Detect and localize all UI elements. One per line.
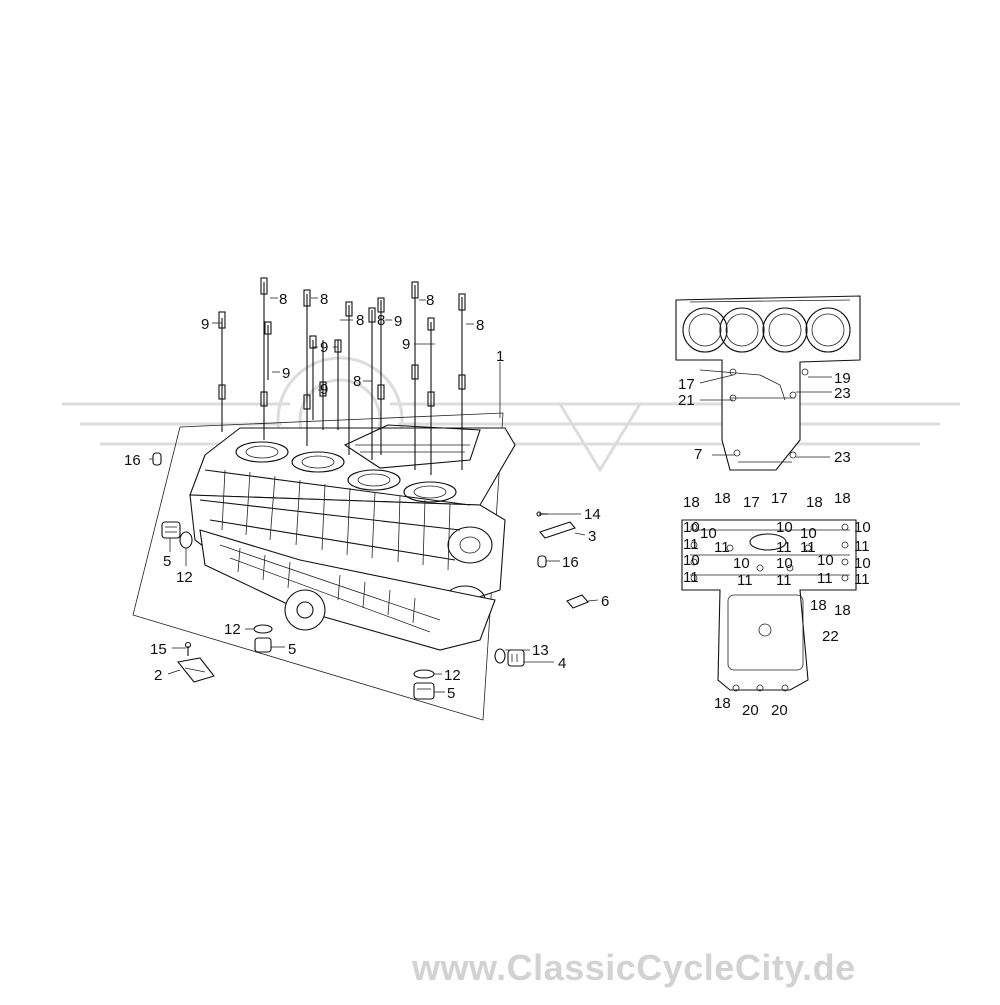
callout-9-e: 9 <box>394 313 402 330</box>
callout-23-b: 23 <box>834 449 851 466</box>
callout-8-b: 8 <box>320 291 328 308</box>
callout-17-upper: 17 <box>678 376 695 393</box>
callout-12-a: 12 <box>176 569 193 586</box>
callout-11-g: 11 <box>776 572 792 589</box>
callout-11-e: 11 <box>683 569 699 586</box>
callout-8-g: 8 <box>377 312 385 329</box>
watermark-text: www.ClassicCycleCity.de <box>411 947 856 988</box>
callout-12-c: 12 <box>444 667 461 684</box>
callout-10-f: 10 <box>733 555 750 572</box>
callout-19: 19 <box>834 370 851 387</box>
callout-17-b: 17 <box>771 490 788 507</box>
callout-21: 21 <box>678 392 695 409</box>
callout-9-b: 9 <box>282 365 290 382</box>
callout-10-g: 10 <box>776 555 793 572</box>
callout-18-d: 18 <box>834 490 851 507</box>
leader-lines-left <box>149 297 599 693</box>
callout-12-b: 12 <box>224 621 241 638</box>
callout-4: 4 <box>558 655 566 672</box>
callout-1: 1 <box>496 348 504 365</box>
callout-7: 7 <box>694 446 702 463</box>
callout-9-d: 9 <box>320 381 328 398</box>
upper-crankcase-view <box>675 295 861 471</box>
callout-20-b: 20 <box>771 702 788 719</box>
cylinder-studs <box>218 277 466 475</box>
callout-20-a: 20 <box>742 702 759 719</box>
callout-10-e: 10 <box>683 552 700 569</box>
callout-23-a: 23 <box>834 385 851 402</box>
callout-11-d: 11 <box>854 538 870 555</box>
callout-10-j: 10 <box>800 525 817 542</box>
callout-18-c: 18 <box>806 494 823 511</box>
callout-2: 2 <box>154 667 162 684</box>
callout-16-a: 16 <box>124 452 141 469</box>
callout-9-c: 9 <box>320 339 328 356</box>
callout-8-e: 8 <box>476 317 484 334</box>
callout-3: 3 <box>588 528 596 545</box>
callout-18-a: 18 <box>683 494 700 511</box>
callout-labels: 1 2 3 4 5 5 5 6 8 8 8 8 8 8 8 9 9 9 9 9 … <box>124 291 871 719</box>
callout-11-a: 11 <box>683 536 699 553</box>
callout-14: 14 <box>584 506 601 523</box>
callout-5-c: 5 <box>447 685 455 702</box>
callout-5-a: 5 <box>163 553 171 570</box>
callout-9-f: 9 <box>402 336 410 353</box>
callout-11-c: 11 <box>776 539 792 556</box>
callout-8-c: 8 <box>356 312 364 329</box>
callout-11-i: 11 <box>817 570 833 587</box>
callout-15: 15 <box>150 641 167 658</box>
callout-11-j: 11 <box>800 539 816 556</box>
callout-16-b: 16 <box>562 554 579 571</box>
callout-11-h: 11 <box>854 571 870 588</box>
callout-10-i: 10 <box>817 552 834 569</box>
callout-10-d: 10 <box>854 519 871 536</box>
callout-8-f: 8 <box>353 373 361 390</box>
lower-crankcase-view <box>681 519 857 692</box>
callout-18-e: 18 <box>810 597 827 614</box>
callout-18-g: 18 <box>714 695 731 712</box>
callout-10-c: 10 <box>776 519 793 536</box>
callout-17-a: 17 <box>743 494 760 511</box>
callout-5-b: 5 <box>288 641 296 658</box>
callout-13: 13 <box>532 642 549 659</box>
small-parts <box>152 452 589 700</box>
callout-10-a: 10 <box>683 519 700 536</box>
callout-9-a: 9 <box>201 316 209 333</box>
callout-6: 6 <box>601 593 609 610</box>
callout-10-b: 10 <box>700 525 717 542</box>
callout-22: 22 <box>822 628 839 645</box>
callout-18-b: 18 <box>714 490 731 507</box>
callout-8-d: 8 <box>426 292 434 309</box>
callout-18-f: 18 <box>834 602 851 619</box>
callout-11-b: 11 <box>714 539 730 556</box>
callout-10-h: 10 <box>854 555 871 572</box>
callout-11-f: 11 <box>737 572 753 589</box>
crankcase-assembly <box>132 277 599 721</box>
callout-8-a: 8 <box>279 291 287 308</box>
